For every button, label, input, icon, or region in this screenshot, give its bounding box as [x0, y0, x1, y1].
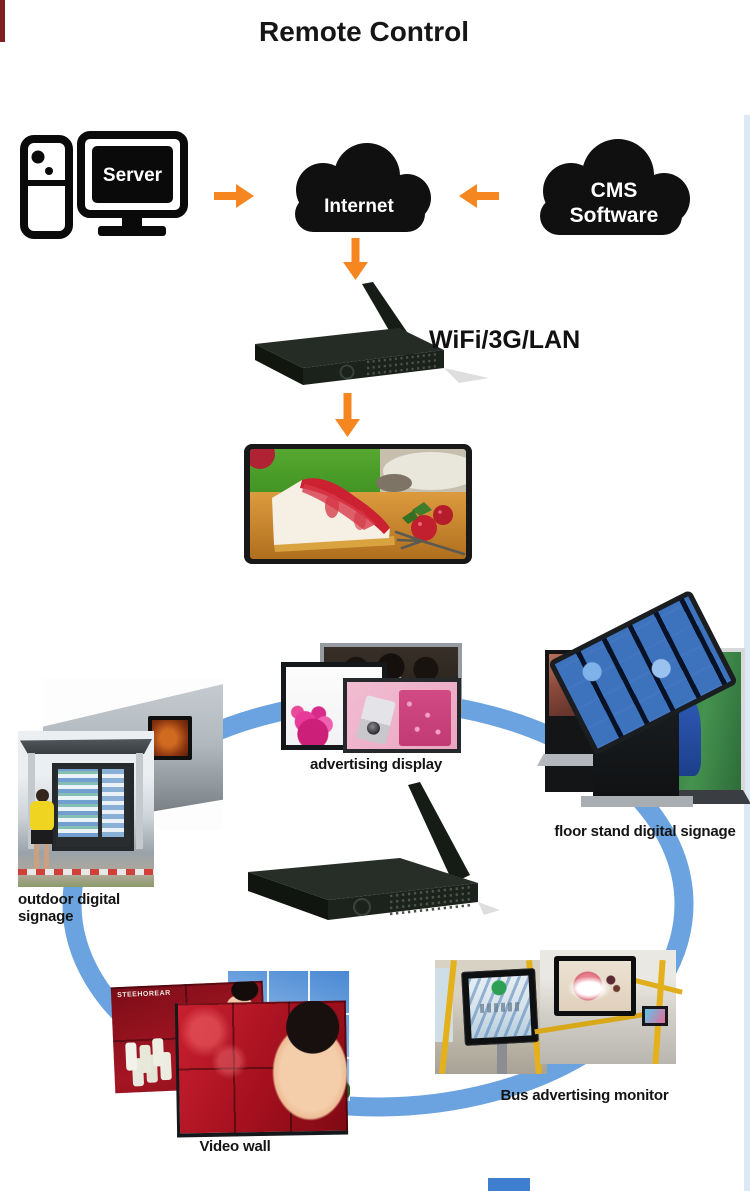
slim-kiosk-base	[537, 754, 603, 766]
caption-outdoor: outdoor digital signage	[18, 891, 120, 925]
cms-label-line1: CMS	[591, 179, 638, 202]
monitor-stand	[497, 1044, 507, 1074]
edge-artifact	[488, 1178, 530, 1191]
server-label: Server	[103, 165, 163, 186]
cosmetic-bottles	[125, 1042, 138, 1071]
caption-advertising-display: advertising display	[309, 756, 443, 773]
cms-cloud-icon: CMS Software	[540, 139, 690, 235]
kiosk-screen-panel	[102, 769, 124, 837]
monitor-camera-image	[343, 678, 461, 753]
bus-monitor-frame	[461, 968, 539, 1046]
edge-artifact	[744, 115, 750, 1191]
ceiling-monitor-screen	[559, 961, 631, 1011]
bus-monitor-screen	[468, 975, 532, 1039]
connectivity-label: WiFi/3G/LAN	[429, 326, 581, 354]
bus-ceiling-monitor-photo	[534, 950, 683, 1065]
caption-video-wall: Video wall	[199, 1138, 271, 1155]
edge-artifact	[0, 0, 5, 42]
person-leg	[44, 844, 49, 870]
wifi-media-player-image	[255, 282, 489, 385]
small-monitor-screen	[645, 1009, 665, 1023]
internet-label: Internet	[324, 196, 394, 217]
caption-bus-monitor: Bus advertising monitor	[500, 1087, 669, 1104]
wall-display-screen	[152, 720, 188, 756]
camera-ad-panel	[399, 690, 451, 746]
bus-monitor-photo	[435, 959, 547, 1075]
floor-stand-image	[537, 589, 750, 816]
screen-text-lines	[479, 1001, 521, 1014]
curb-stripes	[18, 869, 154, 875]
caption-floor-stand: floor stand digital signage	[554, 823, 736, 840]
advertising-screen-image	[244, 444, 472, 564]
cms-label-line2: Software	[570, 204, 659, 227]
person-head	[36, 789, 49, 802]
arrow-left-icon	[459, 184, 499, 208]
brand-text: STEEHOREAR	[116, 989, 171, 1000]
server-computer-icon: Server	[20, 131, 188, 239]
arrow-down-icon	[343, 238, 368, 280]
kiosk-screen-panel	[58, 769, 98, 837]
shelter-post	[136, 753, 143, 849]
camera-lens	[365, 720, 382, 737]
wall-mounted-display	[148, 716, 192, 760]
page-title: Remote Control	[259, 16, 469, 47]
ceiling-monitor-frame	[554, 956, 636, 1016]
arrow-right-icon	[214, 184, 254, 208]
outdoor-kiosk-screen	[52, 763, 134, 851]
person-leg	[34, 844, 39, 870]
shelter-roof	[20, 739, 152, 754]
camera-image	[356, 695, 396, 745]
arrow-down-icon	[335, 393, 360, 437]
advertising-display-image	[281, 641, 471, 776]
outdoor-kiosk-photo	[18, 731, 154, 887]
small-monitor-frame	[642, 1006, 668, 1026]
video-wall-face-ad	[174, 1000, 349, 1138]
internet-cloud-icon: Internet	[295, 143, 431, 232]
wifi-media-player-image	[248, 782, 500, 920]
shelter-post	[28, 753, 35, 849]
person-shirt	[30, 801, 54, 831]
person-shorts	[31, 830, 53, 844]
dark-kiosk-base	[581, 796, 693, 807]
